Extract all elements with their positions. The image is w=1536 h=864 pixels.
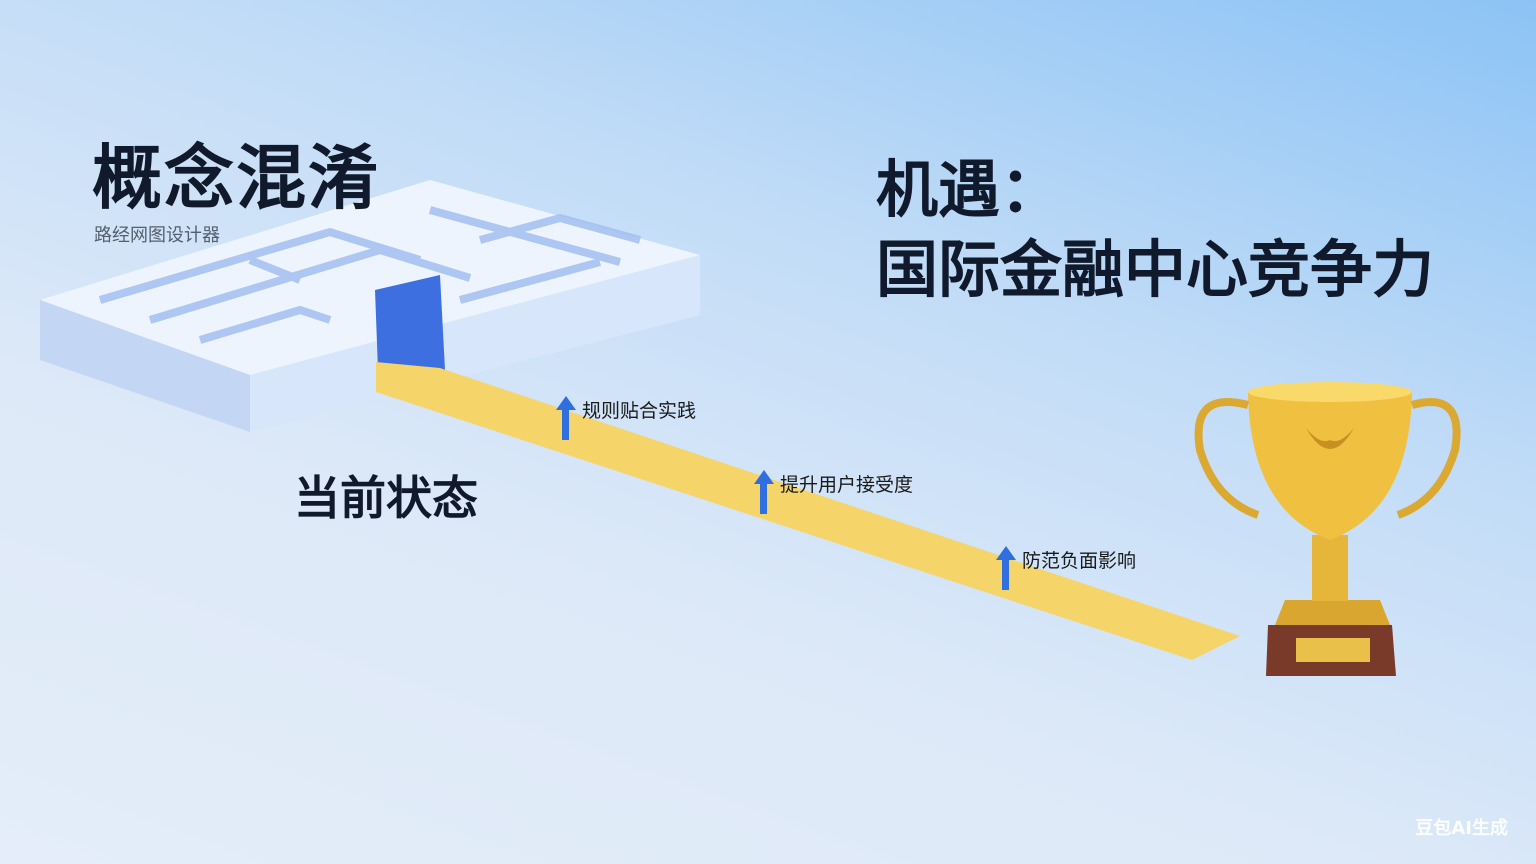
right-title-line2: 国际金融中心竞争力 xyxy=(876,233,1435,306)
watermark: 豆包AI生成 xyxy=(1415,818,1508,839)
left-subtitle: 路经网图设计器 xyxy=(94,225,220,246)
yellow-path xyxy=(376,362,1240,660)
up-arrow-icon xyxy=(752,470,776,514)
maze-illustration xyxy=(40,180,700,432)
milestone-3: 防范负面影响 xyxy=(994,546,1136,590)
milestone-label: 规则贴合实践 xyxy=(582,400,697,422)
milestone-1: 规则贴合实践 xyxy=(554,396,696,440)
current-state-label: 当前状态 xyxy=(294,471,478,525)
left-title: 概念混淆 xyxy=(92,137,380,219)
up-arrow-icon xyxy=(994,546,1018,590)
right-title: 机遇： 国际金融中心竞争力 xyxy=(876,150,1434,310)
trophy-icon xyxy=(1194,382,1461,676)
milestone-label: 防范负面影响 xyxy=(1022,550,1137,572)
milestone-label: 提升用户接受度 xyxy=(780,474,914,496)
milestone-2: 提升用户接受度 xyxy=(752,470,913,514)
right-title-line1: 机遇： xyxy=(876,153,1063,226)
up-arrow-icon xyxy=(554,396,578,440)
